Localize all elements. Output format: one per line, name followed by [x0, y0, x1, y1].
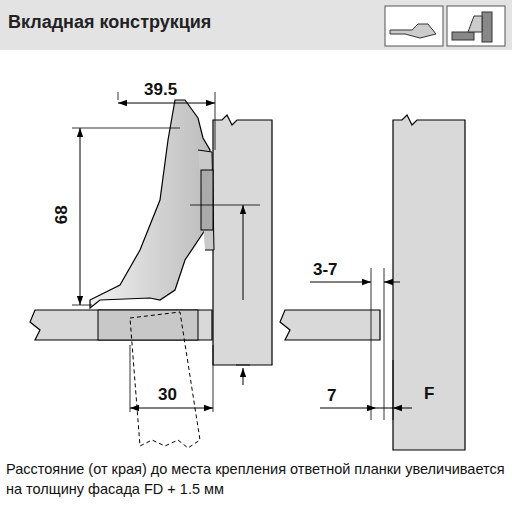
dimension-label: 39.5 — [144, 80, 177, 100]
dimension-label: 30 — [158, 385, 177, 405]
dimension-label: F — [424, 384, 434, 404]
dimension-label: 3-7 — [313, 260, 338, 280]
title: Вкладная конструкция — [8, 12, 211, 33]
caption: Расстояние (от края) до места крепления … — [6, 460, 506, 499]
dimension-label: 7 — [327, 386, 336, 406]
dimension-label: 68 — [52, 205, 72, 224]
